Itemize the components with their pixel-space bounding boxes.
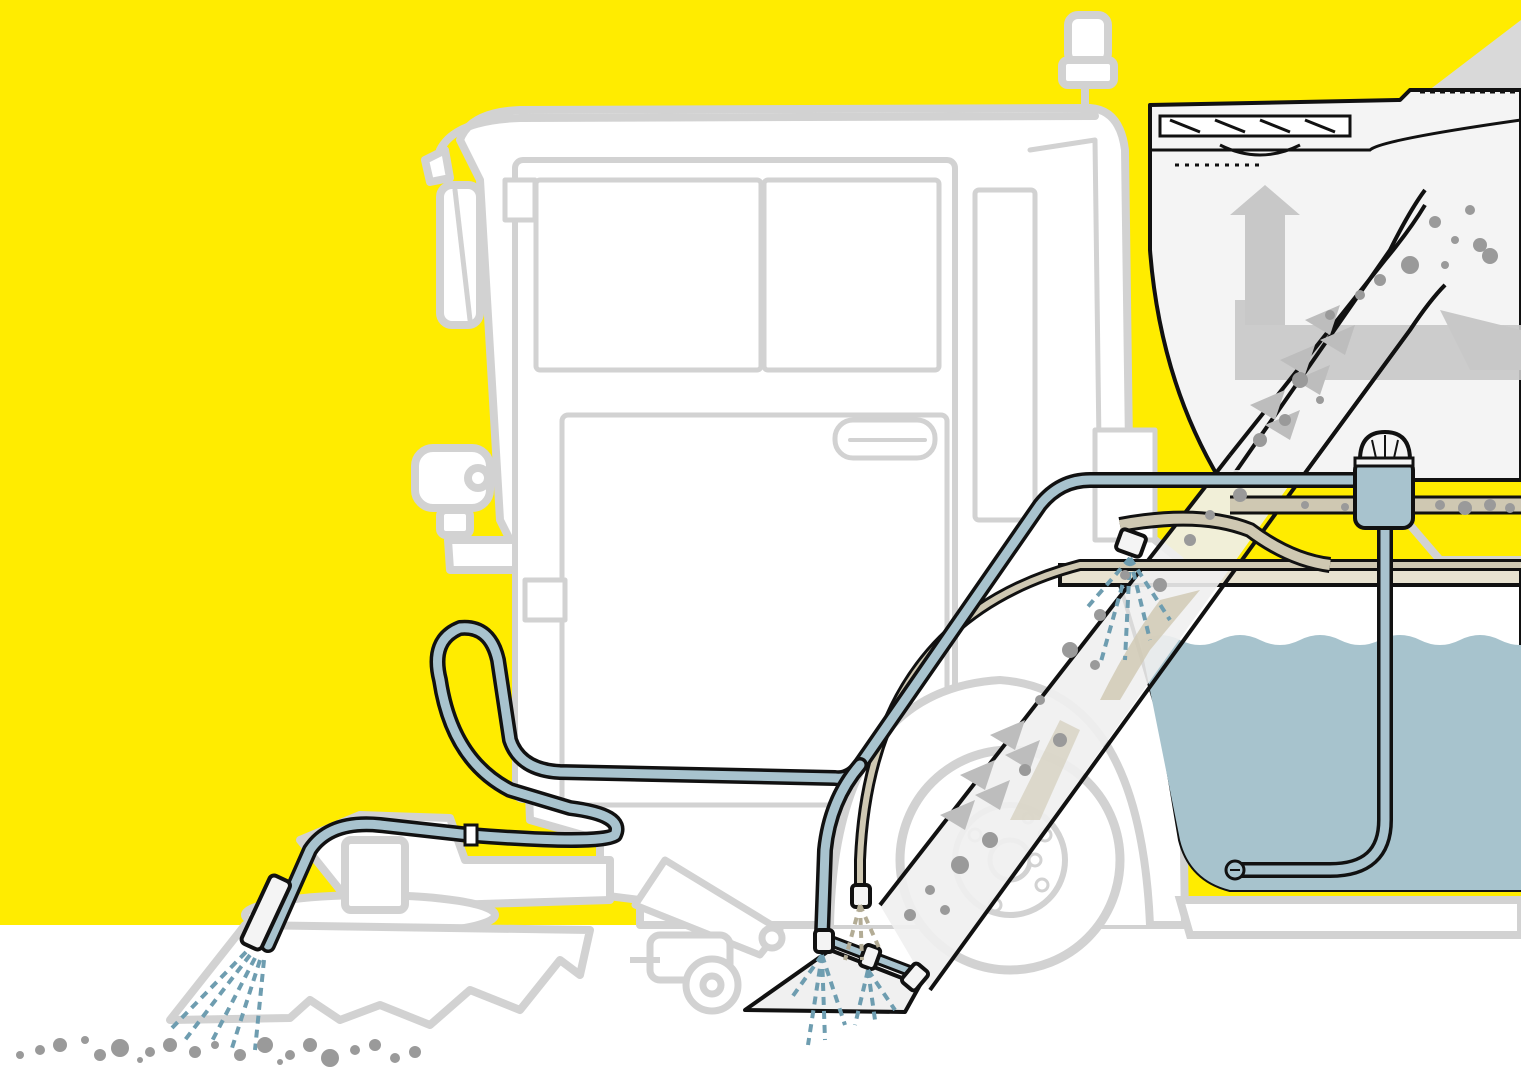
- water-pump: [1355, 432, 1413, 528]
- hose-clamp: [465, 825, 477, 845]
- debris-hopper: [1150, 90, 1521, 480]
